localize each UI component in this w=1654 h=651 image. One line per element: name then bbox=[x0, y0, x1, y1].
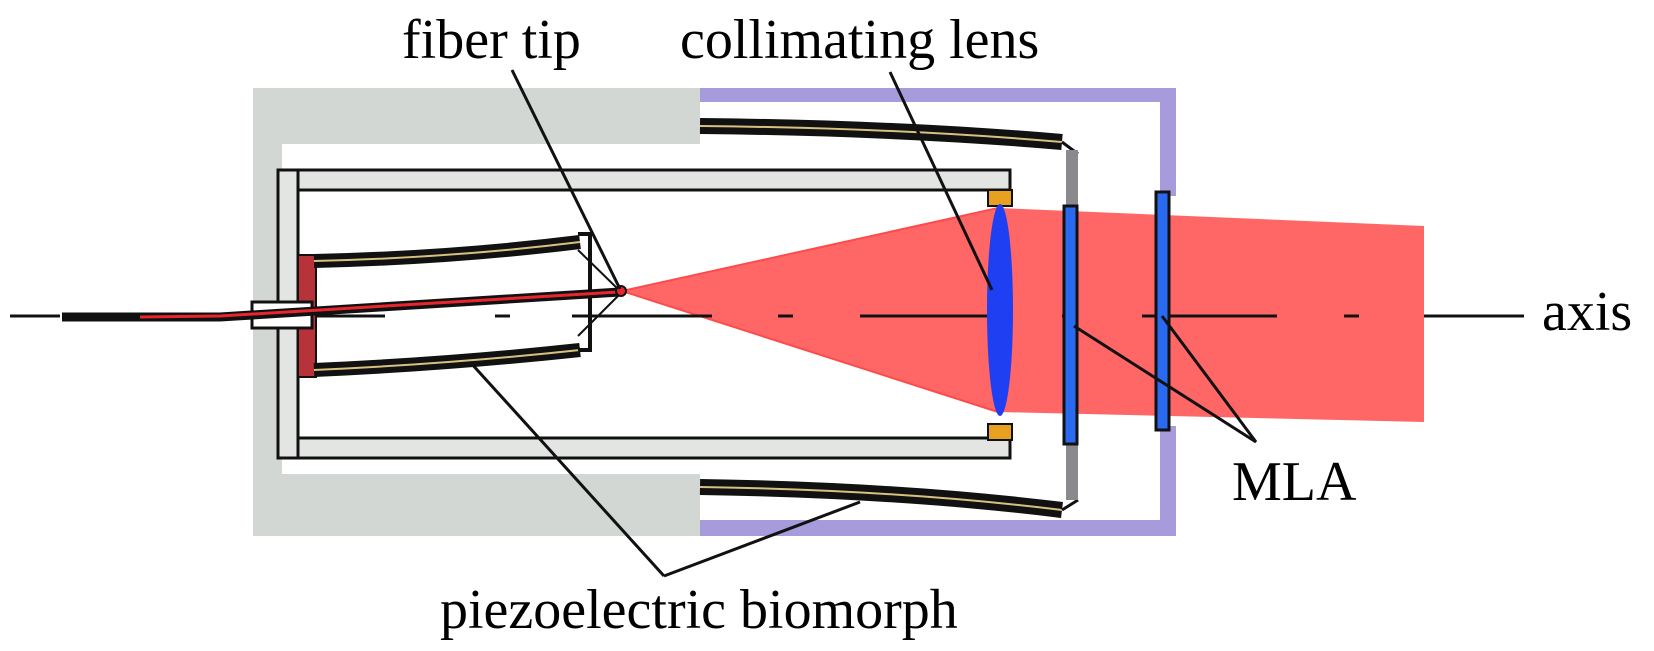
fiber-tip-label: fiber tip bbox=[402, 9, 581, 71]
fiber-tip-point bbox=[615, 285, 627, 297]
outer-piezo-bottom bbox=[699, 479, 1079, 518]
light-cone bbox=[618, 206, 999, 414]
optical-fiber bbox=[62, 287, 621, 322]
lens-clips bbox=[987, 189, 1013, 441]
collimating-lens-element bbox=[987, 204, 1013, 416]
leader-lines bbox=[468, 69, 1258, 578]
inner-piezo-top bbox=[313, 235, 581, 268]
mla-plate-1 bbox=[1062, 204, 1079, 446]
mla-bracket bbox=[1066, 150, 1078, 500]
mla-label: MLA bbox=[1232, 451, 1357, 513]
outer-housing bbox=[253, 88, 700, 536]
collimating-lens-label: collimating lens bbox=[680, 9, 1039, 71]
axis-label: axis bbox=[1542, 281, 1632, 343]
outer-piezo-top bbox=[699, 118, 1079, 156]
piezoelectric-biomorph-label: piezoelectric biomorph bbox=[440, 579, 958, 641]
mla-plate-2 bbox=[1154, 190, 1171, 432]
inner-tube bbox=[276, 168, 1012, 460]
inner-piezo-bottom bbox=[313, 343, 581, 377]
